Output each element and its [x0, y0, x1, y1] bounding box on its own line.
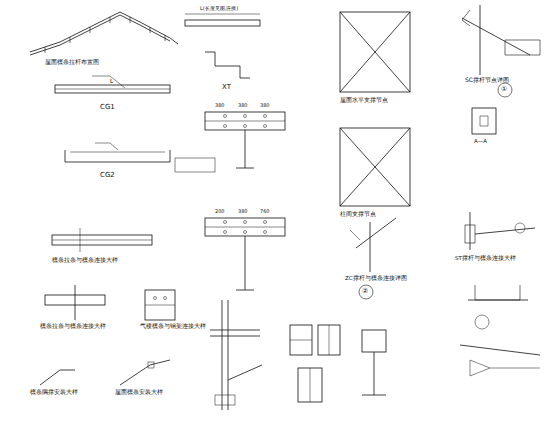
drawing-label: 屋面水平支撑节点 [340, 98, 388, 104]
drawing-label: SC撑杆节点详图 [465, 77, 509, 83]
drawing-label: XT [222, 84, 231, 91]
drawing-label: 柱间支撑节点 [340, 212, 376, 218]
drawing-label: 檩条隅撑安装大样 [30, 390, 78, 396]
drawing-label: ② [362, 288, 368, 295]
drawing-label: 760 [260, 209, 270, 214]
drawing-label: 气楼檩条与钢架连接大样 [140, 324, 206, 330]
drawing-label: L [110, 78, 113, 84]
drawing-label: A—A [474, 139, 487, 145]
drawing-label: ① [501, 86, 507, 93]
drawing-label: 屋面檩条拉杆布置图 [45, 60, 99, 66]
drawing-label: ZC撑杆与檩条连接详图 [345, 276, 407, 282]
drawing-label: 檩条拉条与檩条连接大样 [40, 324, 106, 330]
drawing-label: 380 [215, 103, 225, 108]
drawing-label: 380 [238, 209, 248, 214]
drawing-label: ST撑杆与檩条连接大样 [455, 256, 516, 262]
drawing-label: 檩条拉条与檩条连接大样 [52, 258, 118, 264]
drawing-label: 380 [238, 103, 248, 108]
drawing-label: L(长度见图,连接) [200, 6, 238, 11]
drawing-label: CG2 [100, 172, 115, 179]
drawing-label: 屋面檩条安装大样 [115, 390, 163, 396]
drawing-label: 200 [215, 209, 225, 214]
drawing-label: 380 [260, 103, 270, 108]
drawing-label: CG1 [100, 104, 115, 111]
